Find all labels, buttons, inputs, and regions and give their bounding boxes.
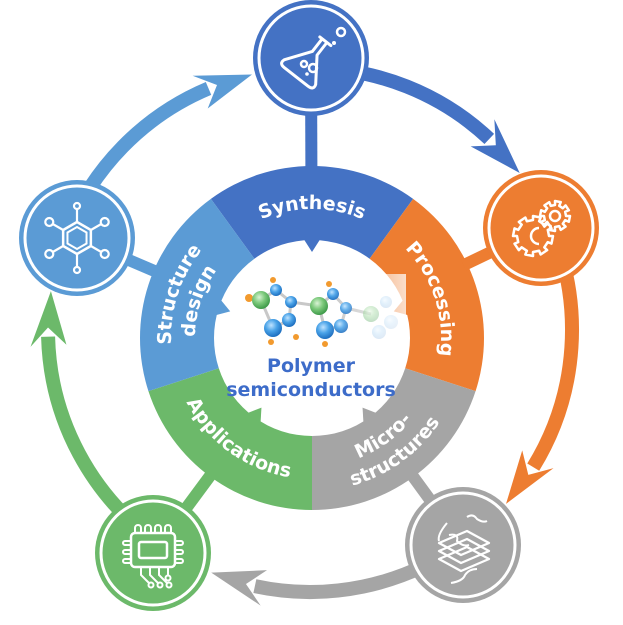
node-outer-circle (95, 495, 211, 611)
node-outer-circle (19, 180, 135, 296)
stage-node-structure-design (19, 180, 135, 296)
center-title-line2: semiconductors (226, 379, 396, 401)
stage-node-processing (483, 170, 599, 286)
stage-node-microstructures (405, 487, 521, 603)
node-outer-circle (483, 170, 599, 286)
polymer-chain-molecule-icon (236, 274, 406, 350)
cycle-arrowhead-processing (506, 450, 554, 503)
center-title-line1: Polymer (267, 355, 356, 377)
stage-node-synthesis (253, 0, 369, 116)
node-outer-circle (253, 0, 369, 116)
segment-arrow-synthesis (303, 238, 320, 252)
stage-node-applications (95, 495, 211, 611)
